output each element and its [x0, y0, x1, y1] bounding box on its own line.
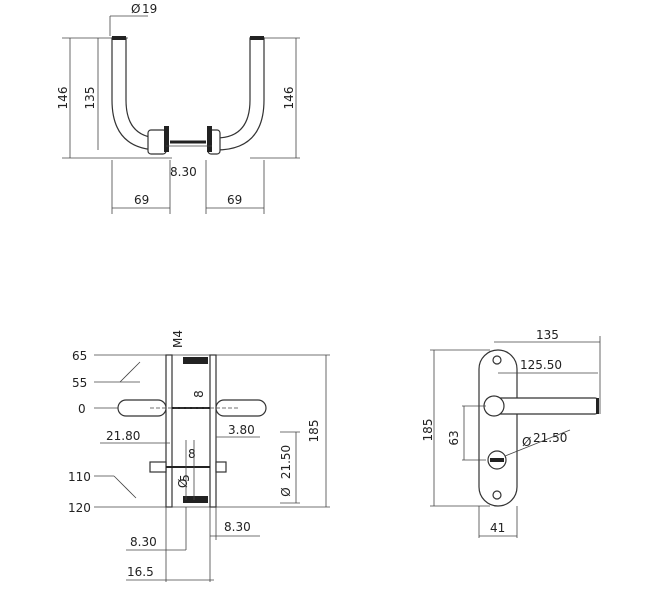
left-plate: [165, 354, 173, 508]
front-view: 185 135 125.50 63 Ø 21.50 41: [421, 328, 601, 538]
dim-spindle-830: 8.30: [170, 165, 197, 179]
dim-16-5: 16.5: [127, 565, 154, 579]
right-plate: [209, 354, 217, 508]
dim-spindle-8-bottom: 8: [188, 447, 196, 461]
dim-21-80: 21.80: [106, 429, 140, 443]
dim-125-50: 125.50: [520, 358, 562, 372]
level-0: 0: [78, 402, 86, 416]
front-rose-diameter-symbol: Ø: [522, 435, 531, 449]
dim-8-30-left: 8.30: [130, 535, 157, 549]
dim-rose-diameter-21-50: 21.50: [279, 445, 293, 479]
dim-146-right: 146: [282, 87, 296, 110]
side-view: 65 55 0 110 120 M4 8 8 Ø: [68, 330, 330, 582]
dim-69-left: 69: [134, 193, 149, 207]
top-view: 146 135 146 Ø 19 8.30 69 69: [56, 2, 300, 214]
diameter-symbol: Ø: [131, 2, 140, 16]
dim-69-right: 69: [227, 193, 242, 207]
dim-spindle-8-top: 8: [192, 390, 206, 398]
dim-3-80: 3.80: [228, 423, 255, 437]
dim-185-side: 185: [307, 420, 321, 443]
level-65: 65: [72, 349, 87, 363]
dim-135: 135: [83, 87, 97, 110]
dim-41: 41: [490, 521, 505, 535]
pin-diameter-symbol: Ø: [176, 479, 190, 488]
dim-185-front: 185: [421, 419, 435, 442]
dim-front-rose-21-50: 21.50: [533, 431, 567, 445]
level-110: 110: [68, 470, 91, 484]
dim-8-30-right: 8.30: [224, 520, 251, 534]
front-plate: [478, 349, 518, 507]
thread-m4: M4: [171, 330, 185, 348]
level-55: 55: [72, 376, 87, 390]
dim-pin-5: 5: [178, 474, 192, 482]
rose-diameter-symbol: Ø: [279, 487, 293, 496]
level-120: 120: [68, 501, 91, 515]
dim-146-left: 146: [56, 87, 70, 110]
dim-135-front: 135: [536, 328, 559, 342]
dim-63: 63: [447, 430, 461, 445]
dim-diameter-19: 19: [142, 2, 157, 16]
